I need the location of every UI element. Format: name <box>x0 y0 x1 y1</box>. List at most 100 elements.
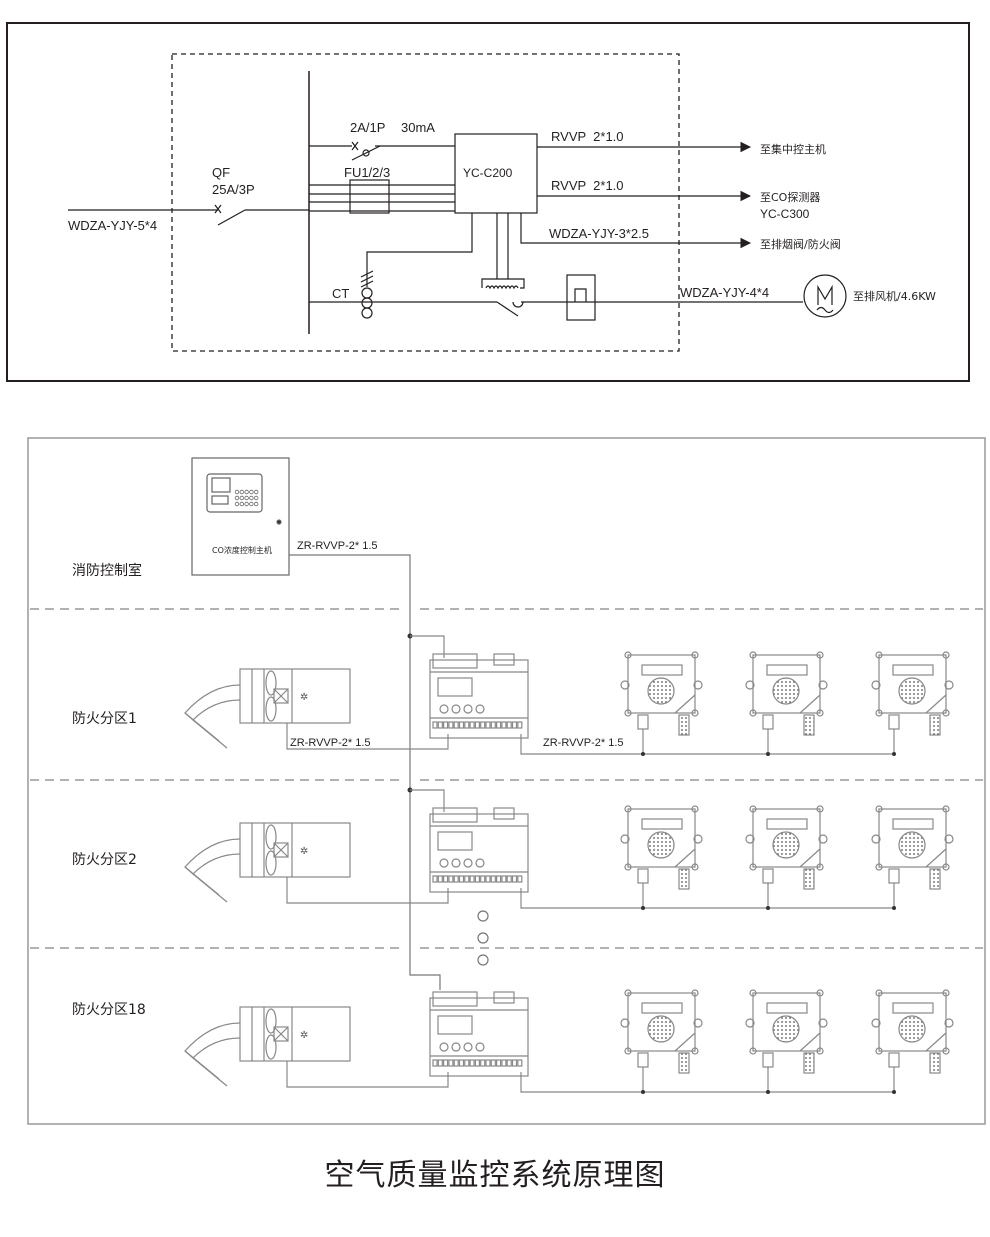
system-labels: 消防控制室 CO浓度控制主机 ZR-RVVP-2* 1.5 防火分区1 防火分区… <box>72 540 624 1018</box>
incoming-cable-label: WDZA-YJY-5*4 <box>68 218 157 233</box>
keypad-button <box>244 489 249 495</box>
co-sensor-icon <box>745 651 828 736</box>
host-cable-label: ZR-RVVP-2* 1.5 <box>297 540 378 552</box>
co-sensor-icon <box>871 805 954 890</box>
rcd-breaker <box>309 141 455 161</box>
junction-dot <box>641 752 645 756</box>
keypad-button <box>239 495 244 501</box>
wiring-labels: WDZA-YJY-5*4 QF 25A/3P 2A/1P 30mA FU1/2/… <box>68 120 936 303</box>
system-frame <box>27 437 986 1125</box>
keypad-button <box>249 501 254 507</box>
rcd-leakage-label: 30mA <box>401 120 435 135</box>
motor-m-glyph <box>817 284 833 305</box>
contactor-contact <box>496 301 519 317</box>
junction-dot <box>766 752 770 756</box>
output-cable-2: RVVP 2*1.0 <box>551 178 624 193</box>
junction-dot <box>892 906 896 910</box>
keypad-button <box>234 501 240 507</box>
ellipsis-dots <box>477 910 489 966</box>
fuse-label: FU1/2/3 <box>344 165 390 180</box>
keypad-button <box>239 489 244 495</box>
keypad-button <box>254 495 259 501</box>
keypad-button <box>244 501 249 507</box>
host-label: CO浓度控制主机 <box>212 545 272 555</box>
system-diagram: ✲ ✲ ✲ <box>27 437 986 1125</box>
co-sensor-icon <box>745 805 828 890</box>
output-line-damper <box>520 213 752 249</box>
keypad-button <box>254 489 259 495</box>
diagram-caption: 空气质量监控系统原理图 <box>324 1158 666 1193</box>
junction-dot <box>766 1090 770 1094</box>
co-sensor-icon <box>871 989 954 1074</box>
keypad-button <box>234 495 240 501</box>
junction-dot <box>641 1090 645 1094</box>
zone-3: ✲ <box>184 989 954 1094</box>
controller-yc-c200 <box>454 133 538 214</box>
zone-1: ✲ <box>184 635 954 756</box>
zone-label-3: 防火分区18 <box>72 1002 146 1018</box>
output-cable-1: RVVP 2*1.0 <box>551 129 624 144</box>
junction-dot <box>892 752 896 756</box>
output-target-3: 至排烟阀/防火阀 <box>760 237 841 251</box>
junction-dot <box>641 906 645 910</box>
fan-unit-icon: ✲ <box>184 1006 351 1087</box>
fan-controller-icon <box>429 991 529 1077</box>
keypad-button <box>234 489 240 495</box>
keypad-button <box>239 501 244 507</box>
host-keypad <box>234 489 259 507</box>
control-room-label: 消防控制室 <box>72 562 142 579</box>
keypad-button <box>254 501 259 507</box>
ct-label: CT <box>332 286 349 301</box>
fan-unit-icon: ✲ <box>184 822 351 903</box>
fan-controller-icon <box>429 653 529 739</box>
controller-feed-cable <box>410 635 445 658</box>
qf-rating-label: 25A/3P <box>212 182 255 197</box>
co-sensor-icon <box>620 805 703 890</box>
ct-wire <box>366 213 473 287</box>
output-target-2: 至CO探测器 <box>760 191 820 204</box>
ct-slashes <box>360 270 374 288</box>
contactor-coil <box>481 278 525 290</box>
output-cable-4: WDZA-YJY-4*4 <box>680 285 769 300</box>
contact-arc <box>512 301 524 308</box>
co-sensor-icon <box>745 989 828 1074</box>
trunk-cable <box>289 554 441 990</box>
zone-dividers <box>30 608 983 949</box>
fan-cable <box>286 1061 449 1088</box>
rcd-rating-label: 2A/1P <box>350 120 385 135</box>
wiring-diagram <box>6 22 970 382</box>
svg-text:✲: ✲ <box>300 1030 308 1041</box>
co-sensor-icon <box>871 651 954 736</box>
co-sensor-icon <box>620 989 703 1074</box>
main-breaker-qf <box>214 204 309 226</box>
cabinet-boundary <box>171 53 680 352</box>
junction-dot <box>766 906 770 910</box>
zone-2: ✲ <box>184 789 954 910</box>
current-transformer-ct <box>361 287 373 319</box>
fuses-fu123 <box>309 179 455 214</box>
zone-label-2: 防火分区2 <box>72 852 137 868</box>
output-target-1: 至集中控主机 <box>760 142 826 156</box>
fan-controller-icon <box>429 807 529 893</box>
keypad-button <box>244 495 249 501</box>
zone-1-fan-cable-label: ZR-RVVP-2* 1.5 <box>290 737 371 749</box>
qf-label: QF <box>212 165 230 180</box>
controller-feed-cable <box>410 789 445 812</box>
wiring-frame <box>6 22 970 382</box>
output-cable-3: WDZA-YJY-3*2.5 <box>549 226 649 241</box>
controller-label: YC-C200 <box>463 166 513 180</box>
zone-1-sensor-cable-label: ZR-RVVP-2* 1.5 <box>543 737 624 749</box>
svg-text:✲: ✲ <box>300 692 308 703</box>
junction-dot <box>892 1090 896 1094</box>
fan-unit-icon: ✲ <box>184 668 351 749</box>
fan-cable <box>286 877 449 904</box>
fan-cable <box>286 723 449 750</box>
co-sensor-icon <box>620 651 703 736</box>
keypad-button <box>249 489 254 495</box>
sensor-bus-cable <box>520 888 894 909</box>
output-target-4: 至排风机/4.6KW <box>853 289 936 303</box>
sensor-bus-cable <box>520 1072 894 1093</box>
motor-ac-glyph <box>816 306 834 314</box>
co-control-host <box>191 457 290 576</box>
